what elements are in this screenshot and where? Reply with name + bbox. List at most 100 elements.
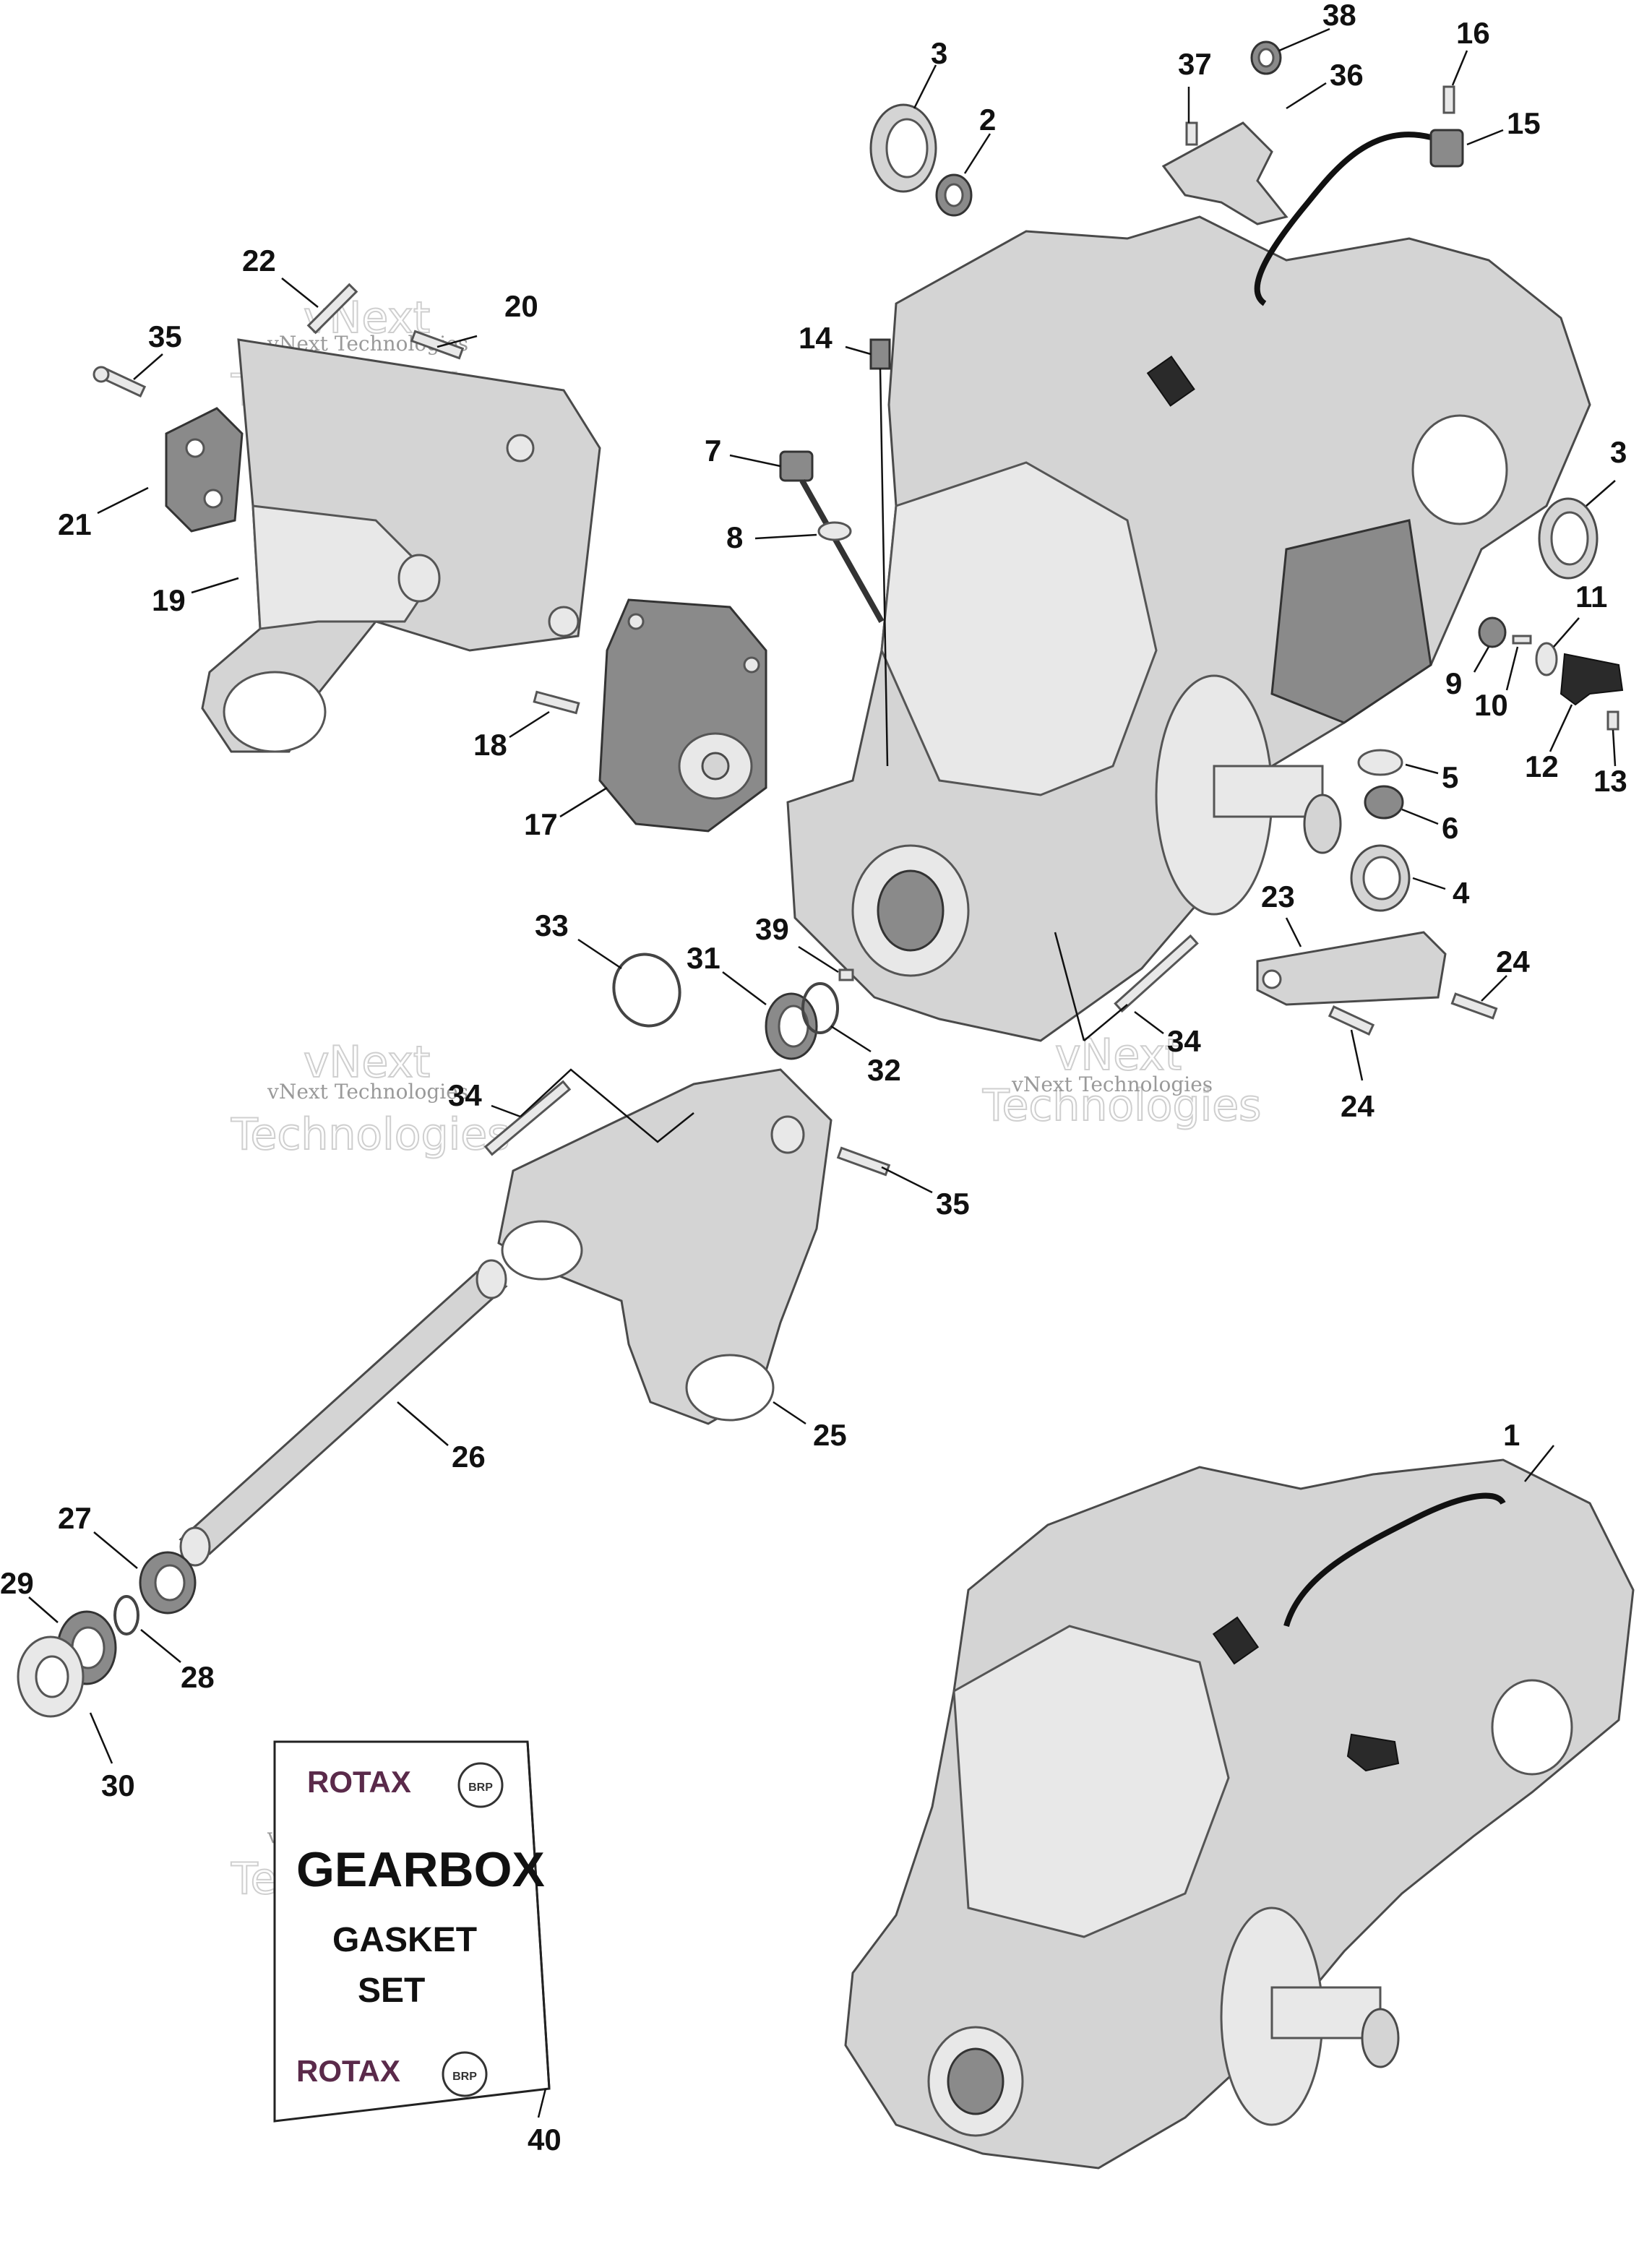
callout-38: 38	[1322, 0, 1356, 32]
callout-11: 11	[1575, 580, 1607, 614]
svg-text:vNext Technologies: vNext Technologies	[1011, 1072, 1213, 1096]
callout-19: 19	[152, 583, 186, 617]
callout-21: 21	[58, 507, 92, 541]
support-bracket-19	[201, 338, 601, 753]
bolt-34-left	[483, 1080, 572, 1156]
callout-24-right: 24	[1496, 945, 1530, 979]
kit-line1: GASKET	[332, 1921, 477, 1959]
callout-29: 29	[0, 1566, 34, 1600]
kit-brand-bottom: ROTAX	[296, 2054, 400, 2088]
callout-30: 30	[101, 1768, 135, 1802]
svg-text:vNext: vNext	[1055, 1030, 1182, 1080]
svg-text:Technologies: Technologies	[231, 1109, 509, 1160]
callout-6: 6	[1442, 811, 1458, 845]
o-ring-8	[817, 521, 852, 541]
housing-25	[497, 1068, 833, 1425]
bolt-22	[306, 283, 358, 335]
svg-text:BRP: BRP	[468, 1781, 493, 1794]
callout-26: 26	[452, 1440, 486, 1474]
callout-34-left: 34	[448, 1078, 482, 1112]
callout-37: 37	[1178, 47, 1212, 81]
callout-33: 33	[535, 908, 569, 942]
washer-30	[17, 1635, 85, 1718]
bolt-34-right	[1114, 934, 1199, 1013]
bolt-13	[1606, 710, 1619, 731]
callout-23: 23	[1261, 880, 1295, 913]
callout-18: 18	[473, 728, 507, 762]
callout-3-top: 3	[931, 36, 947, 70]
svg-text:BRP: BRP	[452, 2071, 477, 2083]
callout-7: 7	[705, 434, 721, 468]
o-ring-11	[1535, 642, 1558, 676]
watermark-4: Technologies vNext vNext Technologies	[981, 1029, 1262, 1132]
callout-22: 22	[242, 244, 276, 278]
callout-27: 27	[58, 1501, 92, 1535]
bolt-18	[533, 690, 580, 715]
oil-pump-17	[598, 598, 767, 833]
callout-3-right: 3	[1610, 435, 1627, 469]
drive-shaft-26	[178, 1259, 508, 1567]
breather-14	[869, 338, 891, 767]
callout-labels: 1 2 3 3 4 5 6 7 8 9 10 11 12 13 14 15 16…	[0, 0, 1627, 2157]
brp-badge-bottom-icon	[442, 2051, 488, 2097]
callout-16: 16	[1456, 16, 1490, 50]
callout-10: 10	[1474, 688, 1508, 722]
ring-38	[1250, 40, 1282, 75]
sensor-12	[1559, 653, 1624, 706]
bolt-24-right	[1450, 992, 1498, 1020]
bracket-36	[1161, 121, 1289, 225]
plate-21	[165, 407, 244, 533]
oil-seal-4	[1350, 844, 1411, 912]
svg-text:vNext: vNext	[304, 1037, 430, 1088]
callout-1: 1	[1503, 1418, 1520, 1452]
bearing-27	[139, 1551, 197, 1615]
o-ring-33	[612, 953, 681, 1028]
circlip-32	[801, 982, 839, 1034]
callout-35-top: 35	[148, 319, 182, 353]
gearbox-assembly-1	[844, 1458, 1635, 2170]
callout-8: 8	[726, 520, 743, 554]
brp-badge-top-icon	[457, 1762, 504, 1808]
svg-text:Technologies: Technologies	[982, 1080, 1261, 1131]
callout-15: 15	[1507, 106, 1541, 140]
svg-text:vNext Technologies: vNext Technologies	[267, 1080, 468, 1104]
dipstick-7	[779, 450, 885, 623]
seal-2	[935, 173, 973, 217]
screw-37	[1185, 121, 1198, 146]
callout-2: 2	[979, 103, 996, 137]
gasket-set-40: ROTAX BRP GEARBOX GASKET SET ROTAX BRP	[273, 1740, 551, 2123]
leader-lines	[28, 27, 1617, 2118]
kit-brand-top: ROTAX	[307, 1765, 411, 1799]
watermark-3: Technologies vNext vNext Technologies	[230, 1036, 510, 1161]
callout-35-lower: 35	[936, 1187, 970, 1221]
callout-14: 14	[799, 321, 833, 355]
callout-32: 32	[867, 1053, 901, 1087]
callout-28: 28	[181, 1660, 215, 1694]
callout-13: 13	[1593, 764, 1627, 798]
callout-36: 36	[1330, 58, 1364, 92]
bolt-35-lower	[836, 1146, 891, 1177]
callout-31: 31	[687, 941, 720, 975]
callout-9: 9	[1445, 666, 1462, 700]
stud-20	[410, 330, 465, 360]
bracket-23	[1256, 931, 1447, 1006]
callout-25: 25	[813, 1418, 847, 1452]
callout-12: 12	[1525, 749, 1559, 783]
bolt-35-top	[93, 366, 147, 398]
plug-6	[1364, 785, 1404, 820]
gearbox-housing-main	[786, 215, 1591, 1042]
callout-39: 39	[755, 912, 789, 946]
oil-seal-3-top	[869, 103, 937, 193]
output-shaft-flange	[1155, 674, 1342, 916]
oil-seal-3-right	[1538, 497, 1599, 580]
kit-title: GEARBOX	[296, 1842, 545, 1897]
kit-line2: SET	[358, 1972, 425, 2010]
callout-17: 17	[524, 807, 558, 841]
bolt-16	[1442, 85, 1455, 114]
callout-4: 4	[1453, 876, 1470, 910]
bolt-24-bottom	[1328, 1005, 1375, 1036]
o-ring-5	[1357, 749, 1403, 776]
pin-10	[1512, 635, 1532, 645]
pin-39	[838, 968, 854, 981]
